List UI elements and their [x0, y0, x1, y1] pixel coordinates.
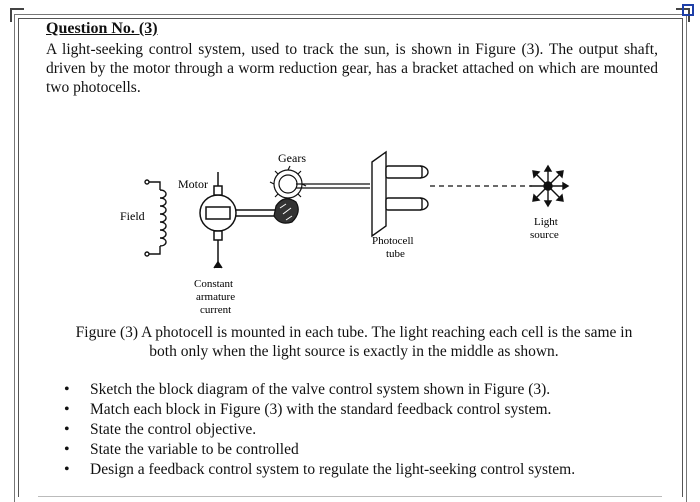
task-item: Sketch the block diagram of the valve co… [64, 380, 575, 400]
figure-diagram: Field Motor Gears [120, 150, 570, 316]
corner-mark-top-left [10, 8, 24, 22]
field-coil [144, 179, 167, 257]
field-label: Field [120, 209, 145, 223]
photocell-label-line2: tube [386, 248, 405, 260]
current-label-line1: Constant [194, 278, 233, 290]
figure-caption: Figure (3) A photocell is mounted in eac… [48, 323, 660, 361]
light-source-icon [530, 164, 570, 208]
question-intro: A light-seeking control system, used to … [46, 41, 658, 96]
current-label-line3: current [200, 304, 231, 316]
motor-label: Motor [178, 177, 208, 191]
figure-3: Field Motor Gears [100, 110, 600, 320]
task-item: Design a feedback control system to regu… [64, 460, 575, 480]
task-item: State the control objective. [64, 420, 575, 440]
task-list: Sketch the block diagram of the valve co… [64, 380, 575, 480]
current-label-line2: armature [196, 291, 235, 303]
light-source-label-line1: Light [534, 216, 558, 228]
corner-mark-blue [682, 4, 694, 16]
photocell-label-line1: Photocell [372, 235, 414, 247]
light-source-label-line2: source [530, 229, 559, 241]
gears-label: Gears [278, 151, 306, 165]
figure-caption-line2: both only when the light source is exact… [149, 343, 559, 360]
photocell-bracket [371, 150, 429, 238]
motor [199, 172, 280, 269]
task-item: State the variable to be controlled [64, 440, 575, 460]
figure-caption-line1: Figure (3) A photocell is mounted in eac… [75, 324, 633, 341]
worm-gear [269, 165, 370, 224]
page-frame [18, 18, 683, 497]
question-title: Question No. (3) [46, 20, 158, 37]
bottom-rule [38, 496, 662, 497]
task-item: Match each block in Figure (3) with the … [64, 400, 575, 420]
page-frame-outer [14, 14, 687, 502]
